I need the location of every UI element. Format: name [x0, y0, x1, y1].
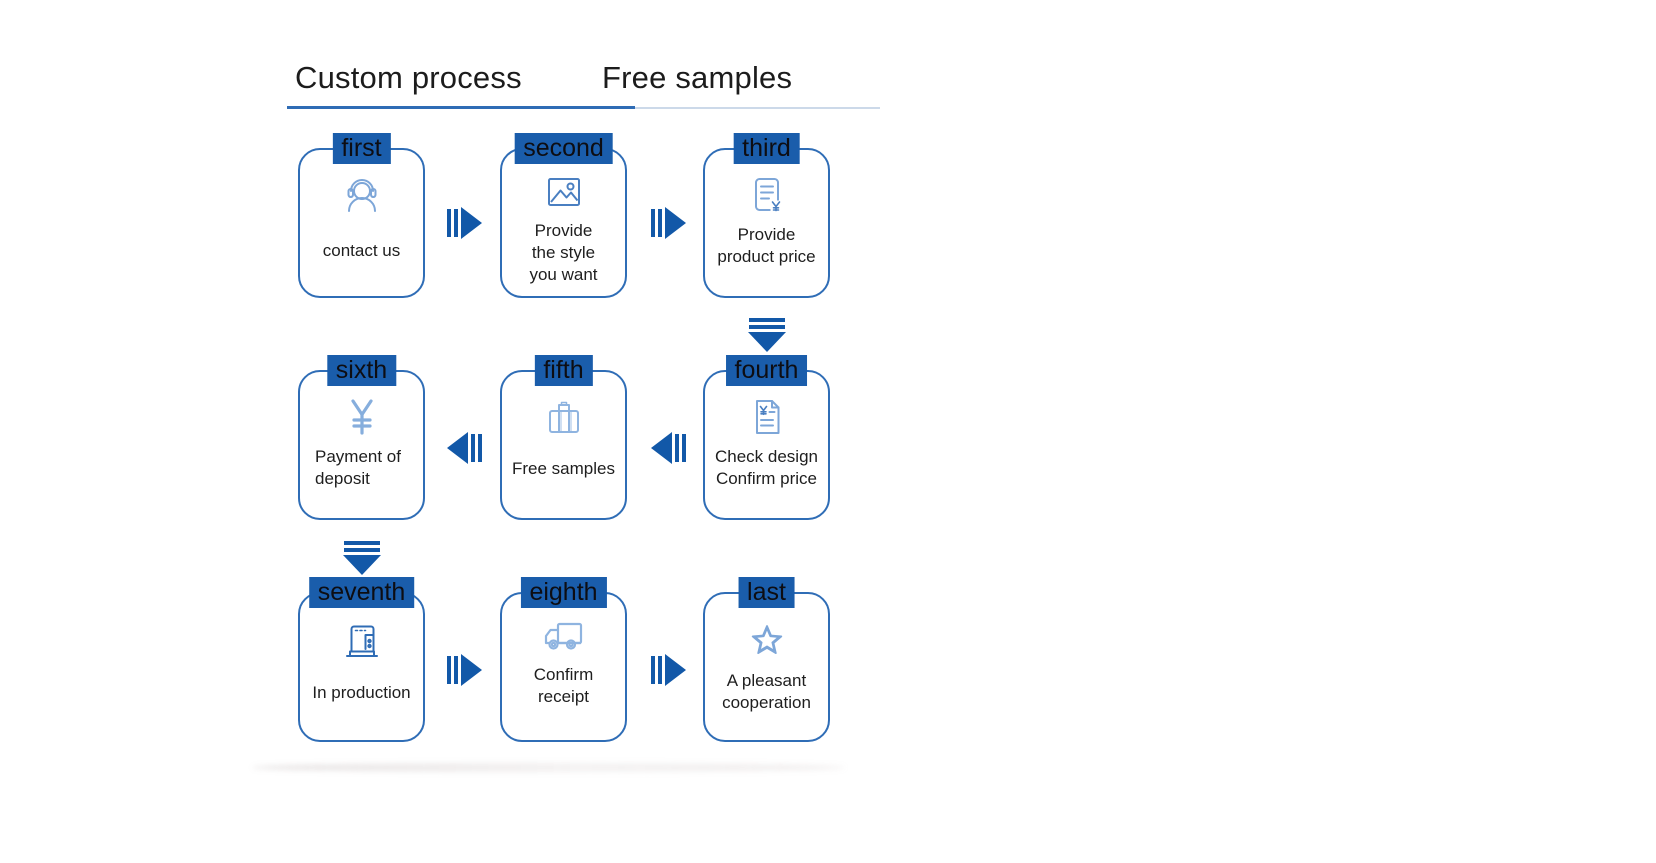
yen-icon — [339, 394, 385, 440]
step-card-seventh: seventh In production — [298, 577, 425, 742]
arrow-left-icon — [651, 432, 686, 464]
step-label: Provide the style you want — [529, 221, 598, 285]
step-label: In production — [312, 683, 411, 702]
price-document-icon — [744, 172, 790, 218]
arrow-right-icon — [651, 654, 686, 686]
arrow-left-icon — [447, 432, 482, 464]
step-card-fourth: fourth Check design Confirm price — [703, 355, 830, 520]
step-label: Payment of deposit — [315, 447, 401, 489]
arrow-right-icon — [447, 654, 482, 686]
tab-custom-process[interactable]: Custom process — [295, 60, 522, 95]
arrow-down-icon — [343, 541, 381, 575]
briefcase-icon — [540, 394, 588, 438]
design-document-icon — [744, 394, 790, 440]
footer-shadow — [252, 763, 845, 772]
step-card-third: third Provide product price — [703, 133, 830, 298]
step-badge: fifth — [534, 355, 593, 386]
sewing-machine-icon — [338, 616, 386, 662]
step-label: Check design Confirm price — [714, 447, 818, 489]
step-badge: seventh — [308, 577, 415, 608]
step-badge: last — [738, 577, 795, 608]
arrow-right-icon — [447, 207, 482, 239]
step-badge: third — [733, 133, 800, 164]
headset-person-icon — [338, 172, 386, 220]
step-badge: second — [514, 133, 613, 164]
inactive-tab-underline — [635, 107, 880, 109]
step-label: Provide product price — [717, 225, 816, 267]
tab-free-samples[interactable]: Free samples — [602, 60, 793, 95]
truck-icon — [539, 616, 589, 658]
active-tab-underline — [287, 106, 635, 109]
star-icon — [743, 616, 791, 664]
step-card-fifth: fifth Free samples — [500, 355, 627, 520]
step-card-last: last A pleasant cooperation — [703, 577, 830, 742]
image-icon — [541, 172, 587, 214]
arrow-down-icon — [748, 318, 786, 352]
step-card-first: first contact us — [298, 133, 425, 298]
step-card-sixth: sixth Payment of deposit — [298, 355, 425, 520]
step-label: Confirm receipt — [533, 665, 594, 707]
step-label: Free samples — [512, 459, 615, 478]
step-badge: eighth — [520, 577, 607, 608]
step-label: A pleasant cooperation — [722, 671, 811, 713]
step-card-second: second Provide the style you want — [500, 133, 627, 298]
step-label: contact us — [322, 241, 401, 260]
arrow-right-icon — [651, 207, 686, 239]
step-badge: sixth — [326, 355, 397, 386]
step-badge: first — [332, 133, 391, 164]
step-card-eighth: eighth Confirm receipt — [500, 577, 627, 742]
step-badge: fourth — [725, 355, 808, 386]
